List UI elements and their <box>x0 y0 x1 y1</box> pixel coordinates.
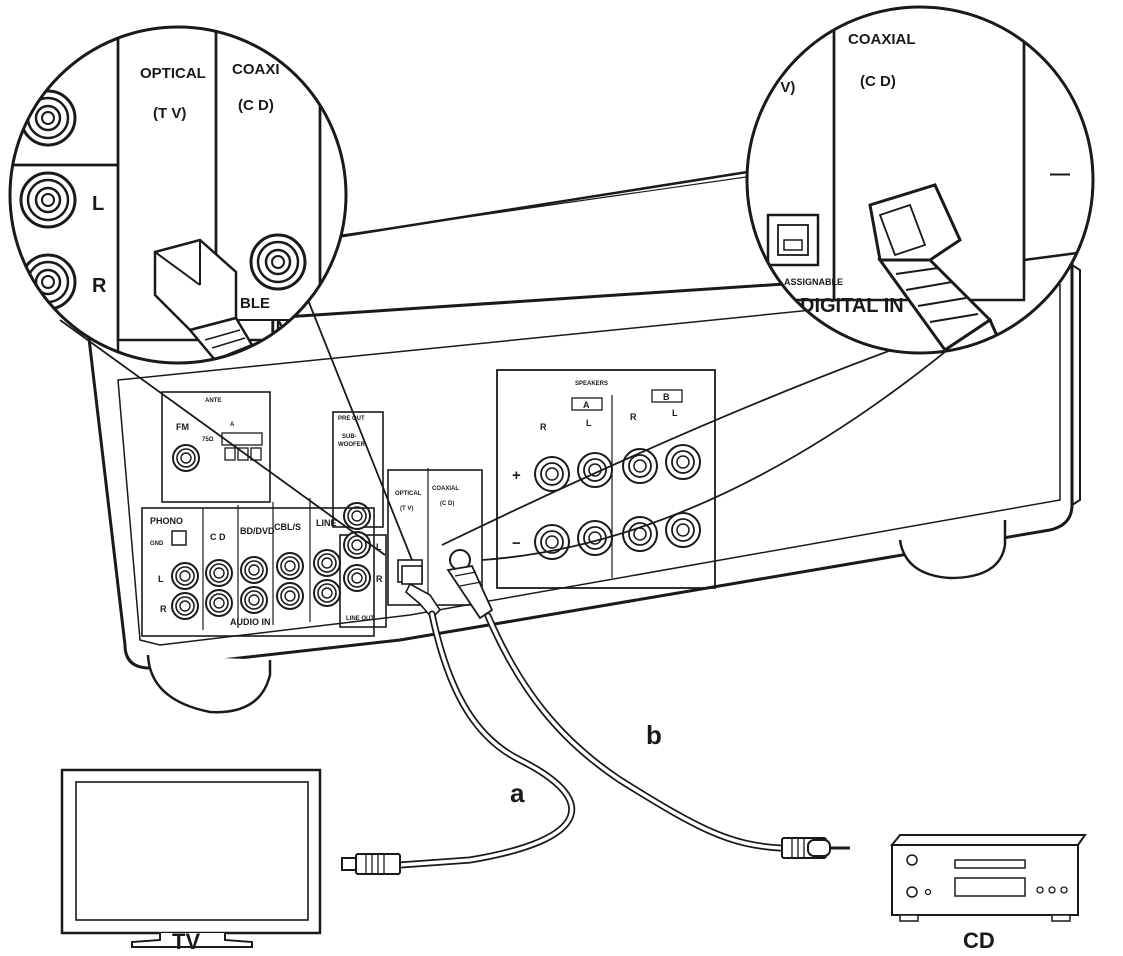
cd-r-jack[interactable] <box>205 589 233 617</box>
optical-label: OPTICAL <box>395 491 422 497</box>
line-r-jack[interactable] <box>313 579 341 607</box>
cbl-sat-label: CBL/S <box>274 522 301 532</box>
zoom-ble-label: BLE <box>240 295 270 312</box>
speaker-b-r-plus[interactable] <box>622 448 658 484</box>
subwoofer-jack[interactable] <box>343 502 371 530</box>
zoom-coaxial-jack <box>249 233 307 291</box>
coaxial-cable-b <box>484 612 850 859</box>
speaker-b-label: B <box>663 392 670 402</box>
line-out-l-jack[interactable] <box>343 531 371 559</box>
optical-cable-a <box>341 610 576 875</box>
coaxial-label: COAXIAL <box>432 486 459 492</box>
zoom-r-coaxial-label: COAXIAL <box>848 31 916 48</box>
audio-left-label: L <box>158 574 164 584</box>
optical-tv-label: (T V) <box>400 506 413 512</box>
zoom-r-coaxial-cd-label: (C D) <box>860 73 896 90</box>
line-out-section: L R LINE OUT <box>339 531 387 628</box>
zoom-l-jack <box>19 171 77 229</box>
speakers-label: SPEAKERS <box>575 381 608 387</box>
phono-r-jack[interactable] <box>171 592 199 620</box>
audio-in-label: AUDIO IN <box>230 617 271 627</box>
zoom-optical-partial-label: AL <box>750 35 770 52</box>
minus-label: − <box>512 535 521 552</box>
speaker-a-r-plus[interactable] <box>534 456 570 492</box>
speaker-b-l-plus[interactable] <box>665 444 701 480</box>
tv-device: TV <box>60 768 322 954</box>
line-label: LINE <box>316 518 337 528</box>
speakers-section: SPEAKERS A B R L R L + − <box>496 369 716 589</box>
zoom-right-label: R <box>92 275 107 297</box>
cd-player-device: CD <box>889 834 1087 953</box>
antenna-section: ANTE FM 75Ω A <box>161 391 271 503</box>
zoom-optical-port <box>766 213 820 267</box>
zoom-assignable-label: ASSIGNABLE <box>784 277 843 287</box>
gnd-label: GND <box>150 541 164 547</box>
cd-input-label: C D <box>210 532 226 542</box>
line-out-label: LINE OUT <box>346 616 374 622</box>
speaker-a-r-label: R <box>540 422 547 432</box>
am-label: A <box>230 422 235 428</box>
am-terminal-1[interactable] <box>224 447 236 461</box>
am-terminal-3[interactable] <box>250 447 262 461</box>
gnd-terminal[interactable] <box>171 530 187 546</box>
pre-out-section: PRE OUT SUB- WOOFER <box>332 411 384 530</box>
zoom-optical-tv-label: (T V) <box>153 105 186 122</box>
pre-out-label: PRE OUT <box>338 416 365 422</box>
line-out-right-label: R <box>376 574 383 584</box>
bd-dvd-label: BD/DVD <box>240 526 275 536</box>
antenna-label: ANTE <box>205 398 221 404</box>
rear-panel: ANTE FM 75Ω A PRE OUT SUB- WOOFER PHONO <box>141 369 716 637</box>
coaxial-cd-label: (C D) <box>440 501 454 507</box>
line-out-left-label: L <box>376 542 382 552</box>
zoom-digital-in-label: DIGITAL IN <box>800 295 904 317</box>
speaker-b-r-minus[interactable] <box>622 516 658 552</box>
zoom-out-label: OUT <box>32 335 74 357</box>
fm-label: FM <box>176 422 189 432</box>
zoom-right-coaxial: AL (T V) COAXIAL (C D) — ASSIGNABLE DIGI… <box>745 5 1095 355</box>
zoom-coaxial-label: COAXI <box>232 61 280 78</box>
zoom-optical-label: OPTICAL <box>140 65 206 82</box>
phono-l-jack[interactable] <box>171 562 199 590</box>
zoom-dash: — <box>1050 163 1070 185</box>
speaker-a-l-label: L <box>586 418 592 428</box>
subwoofer-label-2: WOOFER <box>338 442 366 448</box>
bd-dvd-l-jack[interactable] <box>240 556 268 584</box>
fm-antenna-jack[interactable] <box>172 444 200 472</box>
cable-label-b: b <box>646 720 662 750</box>
audio-right-label: R <box>160 604 167 614</box>
subwoofer-label-1: SUB- <box>342 434 357 440</box>
speaker-b-r-label: R <box>630 412 637 422</box>
speaker-a-label: A <box>583 400 590 410</box>
speaker-a-r-minus[interactable] <box>534 524 570 560</box>
cable-label-a: a <box>510 778 525 808</box>
speaker-b-l-label: L <box>672 408 678 418</box>
speaker-b-l-minus[interactable] <box>665 512 701 548</box>
zoom-left-label: L <box>92 193 104 215</box>
zoom-coaxial-cd-label: (C D) <box>238 97 274 114</box>
audio-in-section: PHONO GND C D BD/DVD CBL/S LINE L R AUDI… <box>141 498 375 637</box>
cbl-sat-l-jack[interactable] <box>276 552 304 580</box>
zoom-left-optical: OPTICAL (T V) COAXI (C D) L R OUT BLE IN <box>8 25 348 365</box>
line-l-jack[interactable] <box>313 549 341 577</box>
cd-l-jack[interactable] <box>205 559 233 587</box>
cbl-sat-r-jack[interactable] <box>276 582 304 610</box>
plus-label: + <box>512 467 521 484</box>
ohm-label: 75Ω <box>202 437 214 443</box>
phono-label: PHONO <box>150 516 183 526</box>
bd-dvd-r-jack[interactable] <box>240 586 268 614</box>
speaker-a-l-plus[interactable] <box>577 452 613 488</box>
am-terminal-2[interactable] <box>237 447 249 461</box>
cd-label: CD <box>963 928 995 951</box>
tv-label: TV <box>172 929 200 951</box>
line-out-r-jack[interactable] <box>343 564 371 592</box>
